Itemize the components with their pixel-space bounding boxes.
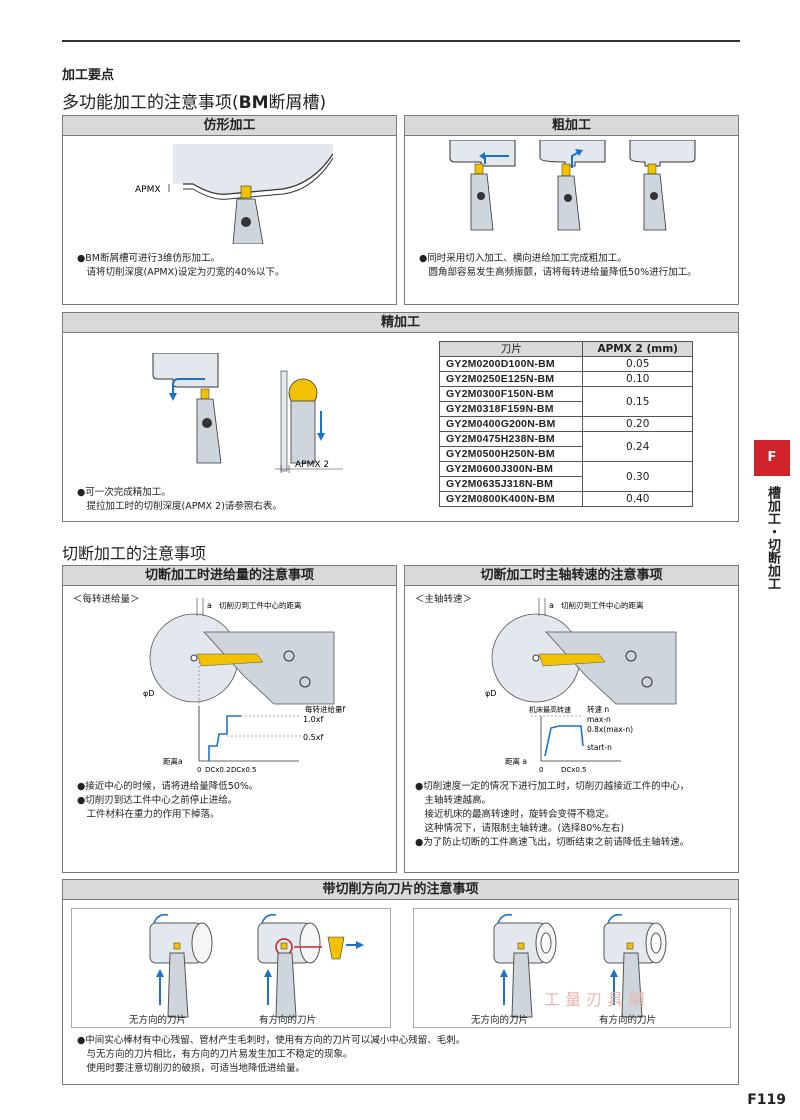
svg-text:1.0xf: 1.0xf — [303, 715, 323, 724]
caption-no-direction-right: 无方向的刀片 — [471, 1015, 529, 1026]
tool-cell: GY2M0400G200N-BM — [438, 416, 584, 432]
caption-direction-right: 有方向的刀片 — [599, 1015, 657, 1026]
finish-illustration: APMX 2 — [152, 353, 343, 473]
svg-text:φD: φD — [143, 689, 154, 698]
tool-cell: GY2M0200D100N-BM — [438, 356, 584, 372]
contour-notes: ●BM断屑槽可进行3维仿形加工。 请将切削深度(APMX)设定为刃宽的40%以下… — [77, 253, 285, 278]
feed-diagram: a 切削刃到工件中心的距离 φD 每转进给量f 1.0xf 0.5xf 距离a … — [143, 598, 345, 774]
direction-notes: ●中间实心棒材有中心残留、管材产生毛刺时，使用有方向的刀片可以减小中心残留、毛刺… — [77, 1035, 466, 1074]
rough-step-1 — [449, 140, 516, 231]
svg-text:DCx0.5: DCx0.5 — [561, 766, 587, 774]
table-row: GY2M0318F159N-BM — [438, 401, 693, 417]
tool-cell: GY2M0600J300N-BM — [438, 461, 584, 477]
section-title: 多功能加工的注意事项(BM断屑槽) — [62, 93, 327, 113]
rough-illustration — [449, 140, 696, 231]
top-rule — [62, 40, 740, 42]
panel-title: 粗加工 — [405, 116, 738, 136]
tool-cell: GY2M0635J318N-BM — [438, 476, 584, 492]
panel-contour: 仿形加工 APMX ●BM断屑槽可进行3维仿形加工。 请将切削深度(APMX)设… — [62, 115, 397, 305]
svg-text:0: 0 — [539, 766, 543, 774]
svg-text:φD: φD — [485, 689, 496, 698]
svg-text:切削刃到工件中心的距离: 切削刃到工件中心的距离 — [219, 600, 302, 610]
svg-text:距离 a: 距离 a — [505, 756, 527, 766]
tool-cell: GY2M0318F159N-BM — [438, 401, 584, 417]
tool-cell: GY2M0300F150N-BM — [438, 386, 584, 402]
side-tab-label: 槽加工・切断加工 — [765, 486, 780, 590]
panel-title: 切断加工时进给量的注意事项 — [63, 566, 396, 586]
apmx-value-cell: 0.15 — [582, 386, 693, 417]
svg-text:DCx0.2: DCx0.2 — [205, 766, 231, 774]
direction-illustration-left — [149, 913, 364, 1018]
side-tab-letter[interactable]: F — [754, 440, 790, 476]
svg-text:转速 n: 转速 n — [587, 704, 609, 714]
tool-cell: GY2M0500H250N-BM — [438, 446, 584, 462]
apmx-value-cell: 0.10 — [582, 371, 693, 387]
rough-step-3 — [629, 140, 696, 231]
svg-text:切削刃到工件中心的距离: 切削刃到工件中心的距离 — [561, 600, 644, 610]
svg-text:a: a — [207, 601, 212, 610]
tool-cell: GY2M0250E125N-BM — [438, 371, 584, 387]
direction-box-left — [71, 908, 391, 1028]
apmx2-label: APMX 2 — [295, 460, 329, 470]
apmx-value-cell: 0.30 — [582, 461, 693, 492]
svg-text:距离a: 距离a — [163, 756, 183, 766]
section-title-cutoff: 切断加工的注意事项 — [62, 544, 207, 563]
svg-text:0.8x(max-n): 0.8x(max-n) — [587, 725, 633, 734]
watermark: 工 量 刃 具 網 — [544, 990, 644, 1009]
apmx-label: APMX — [135, 185, 161, 195]
svg-text:max-n: max-n — [587, 715, 611, 724]
speed-subtitle: ＜主轴转速＞ — [415, 594, 473, 605]
panel-title: 精加工 — [63, 313, 738, 333]
rough-step-2 — [539, 140, 606, 231]
panel-rough: 粗加工 ●同时采用切入加工、横向进给加工完成粗加工。 圆角部容易发生高频振颤，请 — [404, 115, 739, 305]
page-number: F119 — [747, 1092, 786, 1108]
svg-text:机床最高转速: 机床最高转速 — [529, 705, 571, 714]
apmx-value-cell: 0.40 — [582, 491, 693, 507]
tool-cell: GY2M0800K400N-BM — [438, 491, 584, 507]
panel-speed: 切断加工时主轴转速的注意事项 ＜主轴转速＞ a 切削刃到工件中心的距离 φD 机… — [404, 565, 739, 873]
svg-text:每转进给量f: 每转进给量f — [305, 704, 345, 714]
panel-feed: 切断加工时进给量的注意事项 ＜每转进给量＞ a 切削刃到工件中心的距离 φD 每… — [62, 565, 397, 873]
rough-notes: ●同时采用切入加工、横向进给加工完成粗加工。 圆角部容易发生高频振颤，请将每转进… — [419, 253, 697, 278]
speed-diagram: a 切削刃到工件中心的距离 φD 机床最高转速 转速 n max-n 0.8x(… — [485, 598, 677, 774]
svg-text:start-n: start-n — [587, 743, 612, 752]
feed-notes: ●接近中心的时候，请将进给量降低50%。 ●切削刃到达工件中心之前停止进给。 工… — [77, 781, 259, 820]
direction-illustration-right: 工 量 刃 具 網 — [493, 913, 667, 1018]
finish-notes: ●可一次完成精加工。 提拉加工时的切削深度(APMX 2)请参照右表。 — [77, 487, 282, 512]
direction-box-right: 工 量 刃 具 網 — [413, 908, 731, 1028]
apmx-value-cell: 0.24 — [582, 431, 693, 462]
apmx-value-cell: 0.05 — [582, 356, 693, 372]
panel-title: 切断加工时主轴转速的注意事项 — [405, 566, 738, 586]
panel-title: 仿形加工 — [63, 116, 396, 136]
panel-title: 带切削方向刀片的注意事项 — [63, 880, 738, 900]
section-label: 加工要点 — [62, 68, 115, 83]
svg-text:DCx0.5: DCx0.5 — [231, 766, 257, 774]
contour-illustration: APMX — [135, 144, 333, 244]
speed-notes: ●切削速度一定的情况下进行加工时，切削刃越接近工件的中心， 主轴转速越高。 接近… — [415, 781, 690, 848]
panel-direction: 带切削方向刀片的注意事项 无方向的刀片 有方向的刀片 — [62, 879, 739, 1085]
svg-text:a: a — [549, 601, 554, 610]
tool-cell: GY2M0475H238N-BM — [438, 431, 584, 447]
apmx-value-cell: 0.20 — [582, 416, 693, 432]
caption-no-direction-left: 无方向的刀片 — [129, 1015, 187, 1026]
table-header-tool: 刀片 — [438, 341, 584, 357]
svg-text:0: 0 — [197, 766, 201, 774]
feed-subtitle: ＜每转进给量＞ — [73, 594, 140, 605]
caption-direction-left: 有方向的刀片 — [259, 1015, 317, 1026]
table-row: GY2M0635J318N-BM — [438, 476, 693, 492]
svg-text:0.5xf: 0.5xf — [303, 733, 323, 742]
table-header-apmx: APMX 2 (mm) — [582, 341, 693, 357]
panel-finish: 精加工 APMX 2 ●可一次完成精加工。 提拉加工时的切削深度(APMX 2)… — [62, 312, 739, 522]
